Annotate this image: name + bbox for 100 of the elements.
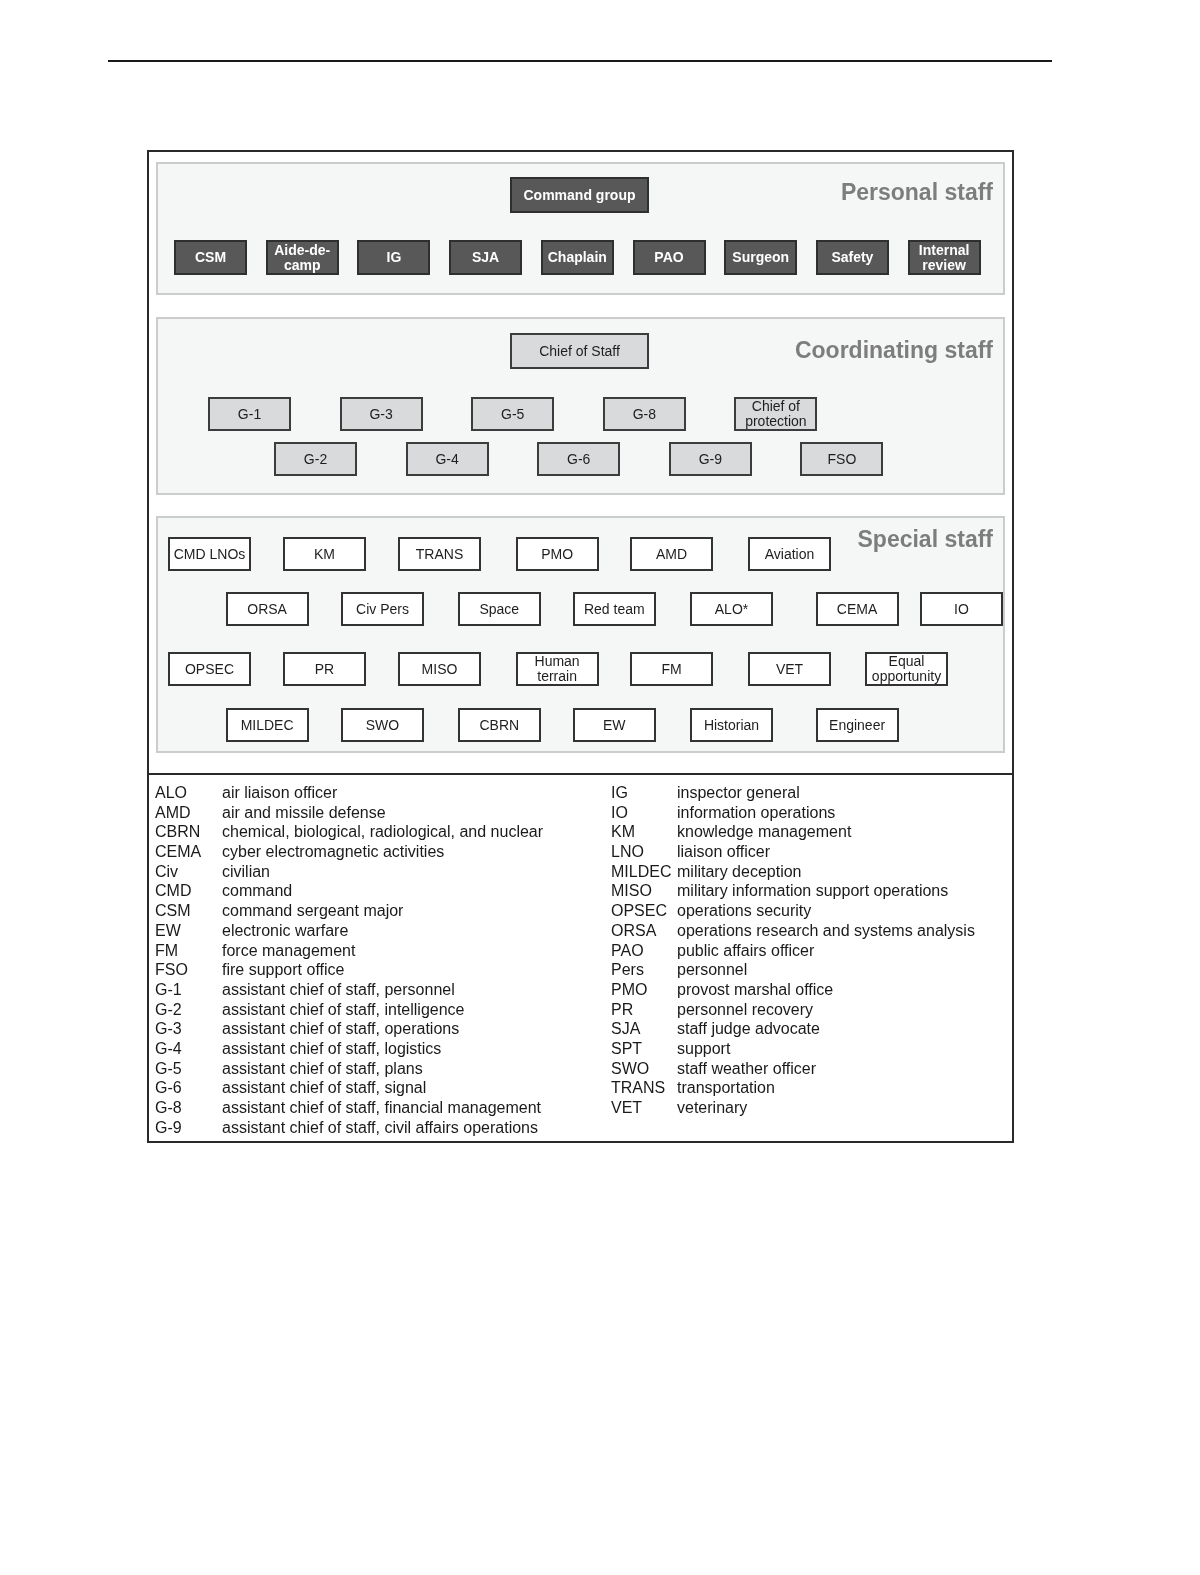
definition-text: civilian [222, 861, 271, 882]
staff-box: G-4 [405, 442, 489, 476]
definition-text: staff judge advocate [677, 1019, 821, 1039]
definition-text: provost marshal office [677, 979, 835, 1000]
abbreviation: LNO [611, 842, 645, 862]
definition-text: personnel recovery [677, 999, 815, 1020]
definition-text: assistant chief of staff, operations [222, 1019, 461, 1039]
staff-box: G-3 [339, 397, 423, 431]
staff-box: KM [283, 537, 366, 571]
staff-box: Equal opportunity [865, 652, 948, 686]
definition-text: transportation [677, 1078, 776, 1098]
definition-text: assistant chief of staff, financial management [222, 1098, 542, 1118]
definition-text: cyber electromagnetic activities [222, 842, 446, 862]
staff-box: Space [457, 592, 541, 626]
abbreviation: FSO [155, 960, 189, 980]
staff-box: G-9 [668, 442, 752, 476]
staff-box: Aviation [748, 537, 831, 571]
staff-box: Engineer [815, 708, 899, 742]
abbreviation: CBRN [155, 822, 202, 843]
abbreviation: G-5 [155, 1058, 183, 1079]
staff-box: FM [630, 652, 713, 686]
definition-text: veterinary [677, 1098, 749, 1118]
staff-box: Human terrain [515, 652, 599, 686]
definition-text: electronic warfare [222, 920, 350, 941]
abbreviation: G-4 [155, 1038, 183, 1059]
staff-box: G-2 [274, 442, 357, 476]
definition-text: air and missile defense [222, 802, 387, 823]
definition-text: assistant chief of staff, intelligence [222, 999, 466, 1020]
abbreviation: SWO [611, 1058, 651, 1079]
definition-text: staff weather officer [677, 1058, 818, 1079]
staff-box: PMO [515, 537, 599, 571]
definition-text: operations research and systems analysis [677, 920, 975, 941]
staff-box: MILDEC [225, 708, 309, 742]
staff-box: PAO [632, 240, 706, 275]
definition-text: command sergeant major [222, 901, 405, 921]
staff-box: IO [920, 592, 1003, 626]
abbreviation: ALO [155, 783, 188, 803]
panel-heading: Special staff [857, 525, 993, 553]
abbreviation: PR [611, 999, 635, 1020]
definition-text: assistant chief of staff, civil affairs operations [222, 1117, 539, 1138]
definition-text: knowledge management [677, 822, 853, 843]
abbreviation: G-2 [155, 999, 183, 1020]
staff-panel [156, 317, 1005, 495]
abbreviation: G-8 [155, 1098, 183, 1118]
staff-box: SJA [449, 240, 523, 275]
abbreviation: MILDEC [611, 861, 673, 882]
definition-text: assistant chief of staff, signal [222, 1078, 428, 1098]
staff-box: Chief of Staff [510, 333, 649, 369]
abbreviation: PAO [611, 940, 645, 961]
staff-box: G-6 [537, 442, 621, 476]
abbreviation: MISO [611, 881, 653, 902]
staff-box: OPSEC [168, 652, 251, 686]
definition-text: assistant chief of staff, personnel [222, 979, 456, 1000]
staff-box: Chaplain [540, 240, 614, 275]
definition-text: military information support operations [677, 881, 950, 902]
definition-text: command [222, 881, 294, 902]
abbreviation: G-3 [155, 1019, 183, 1039]
abbreviation: SPT [611, 1038, 644, 1059]
abbreviation: G-1 [155, 979, 183, 1000]
definition-text: public affairs officer [677, 940, 816, 961]
definition-text: chemical, biological, radiological, and nuclear [222, 822, 545, 843]
staff-box: Internal review [907, 240, 981, 275]
staff-panel [156, 516, 1005, 753]
definition-text: fire support office [222, 960, 346, 980]
abbreviation: SJA [611, 1019, 642, 1039]
abbreviation: CEMA [155, 842, 203, 862]
staff-box: Safety [815, 240, 889, 275]
staff-box: CBRN [457, 708, 541, 742]
abbreviation: OPSEC [611, 901, 668, 921]
abbreviation: FM [155, 940, 180, 961]
staff-panel [156, 162, 1005, 295]
definition-text: information operations [677, 802, 837, 823]
panel-heading: Coordinating staff [794, 336, 993, 364]
abbreviation: G-6 [155, 1078, 183, 1098]
staff-box: Historian [690, 708, 773, 742]
staff-box: Chief of protection [734, 397, 818, 431]
definition-text: assistant chief of staff, logistics [222, 1038, 443, 1059]
definition-text: operations security [677, 901, 813, 921]
definition-text: liaison officer [677, 842, 772, 862]
definition-text: assistant chief of staff, plans [222, 1058, 424, 1079]
staff-box: G-1 [208, 397, 291, 431]
abbreviation: Pers [611, 960, 645, 980]
definition-text: air liaison officer [222, 783, 339, 803]
staff-box: G-5 [471, 397, 555, 431]
definition-text: force management [222, 940, 357, 961]
definition-text: military deception [677, 861, 803, 882]
abbreviation: TRANS [611, 1078, 667, 1098]
staff-box: TRANS [398, 537, 481, 571]
staff-box: EW [572, 708, 656, 742]
abbreviation: EW [155, 920, 182, 941]
abbreviation: ORSA [611, 920, 658, 941]
staff-box: CSM [174, 240, 247, 275]
staff-box: FSO [800, 442, 884, 476]
staff-box: IG [357, 240, 431, 275]
abbreviation: PMO [611, 979, 649, 1000]
staff-box: MISO [398, 652, 481, 686]
definition-text: inspector general [677, 783, 801, 803]
staff-box: SWO [341, 708, 424, 742]
staff-box: G-8 [602, 397, 686, 431]
abbreviation: AMD [155, 802, 192, 823]
